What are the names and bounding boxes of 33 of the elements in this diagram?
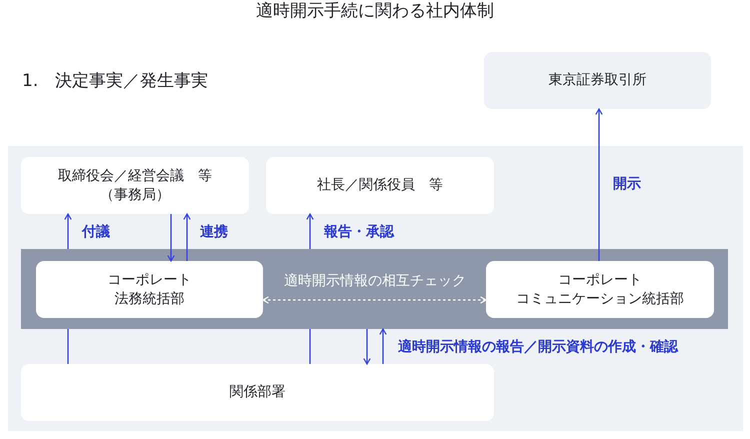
edge-label: 報告・承認 — [324, 223, 394, 242]
dashed-double-arrow — [262, 296, 487, 304]
arrow — [306, 213, 314, 249]
department-box — [36, 261, 263, 318]
node-label: コーポレート法務統括部 — [108, 270, 192, 308]
arrow — [379, 328, 387, 364]
arrow — [64, 213, 72, 249]
edge-label: 開示 — [613, 175, 641, 194]
arrow — [595, 108, 603, 261]
org-unit-box — [266, 157, 494, 214]
org-unit-box — [21, 157, 249, 214]
group-panel — [8, 146, 743, 431]
node-label: （事務局） — [100, 186, 170, 204]
node-label: 取締役会／経営会議 等 — [58, 166, 212, 186]
edge-label: 適時開示情報の報告／開示資料の作成・確認 — [398, 338, 678, 357]
section-heading: 1. 決定事実／発生事実 — [22, 70, 208, 92]
edge-label: 適時開示情報の相互チェック — [284, 272, 466, 291]
exchange-box — [484, 52, 711, 109]
node-label: 社長／関係役員 等 — [317, 176, 443, 195]
node-label: コーポレートコミュニケーション統括部 — [516, 270, 684, 308]
department-box — [21, 364, 494, 421]
diagram-title: 適時開示手続に関わる社内体制 — [256, 0, 494, 22]
edge-label: 連携 — [200, 223, 228, 242]
connector-line — [309, 329, 311, 364]
band-panel — [21, 249, 728, 329]
arrow — [167, 214, 175, 262]
node-label: 関係部署 — [230, 383, 286, 402]
node-label: 東京証券取引所 — [548, 71, 646, 90]
department-box — [486, 261, 714, 318]
arrow — [183, 213, 191, 261]
arrow — [363, 329, 371, 365]
edge-label: 付議 — [82, 223, 110, 242]
connector-line — [67, 329, 69, 364]
